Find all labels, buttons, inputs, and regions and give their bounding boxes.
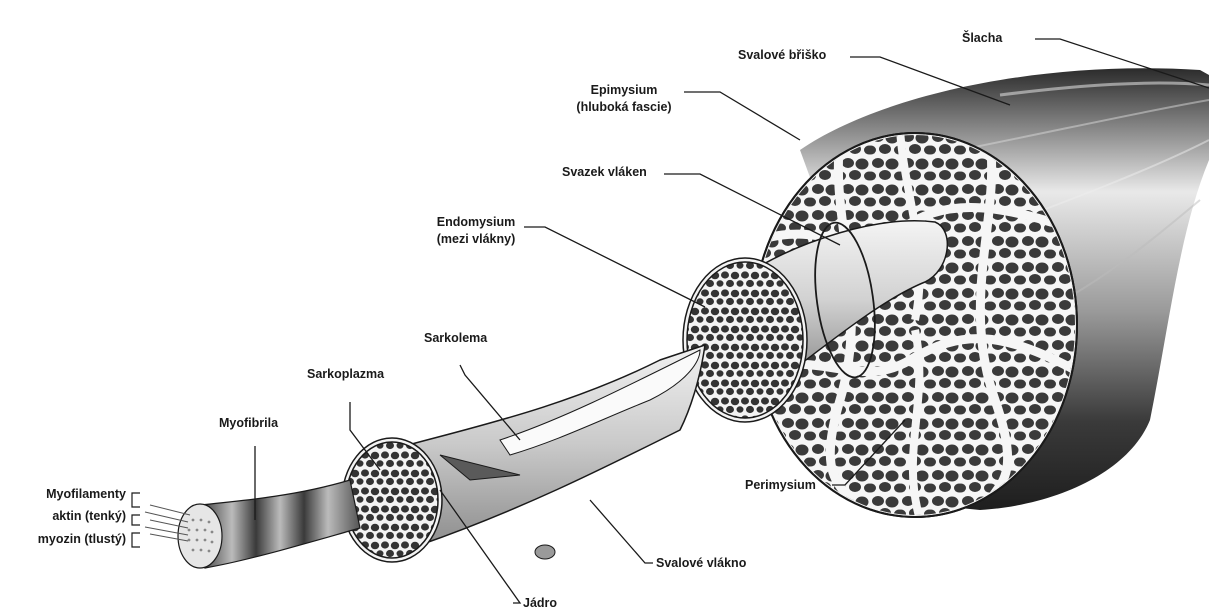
label-svazek-vlaken: Svazek vláken bbox=[562, 164, 647, 181]
label-sarkoplazma: Sarkoplazma bbox=[307, 366, 384, 383]
label-perimysium: Perimysium bbox=[745, 477, 816, 494]
label-svalove-brisko: Svalové břiško bbox=[738, 47, 826, 64]
label-epimysium-line1: Epimysium bbox=[560, 82, 688, 99]
leader-svalove-vlakno bbox=[590, 500, 653, 563]
label-myozin: myozin (tlustý) bbox=[6, 531, 126, 548]
label-epimysium: Epimysium (hluboká fascie) bbox=[560, 82, 688, 116]
label-jadro: Jádro bbox=[523, 595, 557, 612]
label-sarkolema: Sarkolema bbox=[424, 330, 487, 347]
label-aktin: aktin (tenký) bbox=[6, 508, 126, 525]
label-endomysium: Endomysium (mezi vlákny) bbox=[422, 214, 530, 248]
leader-epimysium bbox=[684, 92, 800, 140]
myofilament-brackets bbox=[132, 493, 140, 547]
label-slacha: Šlacha bbox=[962, 30, 1002, 47]
leader-endomysium bbox=[524, 227, 705, 307]
label-endomysium-line2: (mezi vlákny) bbox=[422, 231, 530, 248]
label-endomysium-line1: Endomysium bbox=[422, 214, 530, 231]
label-svalove-vlakno: Svalové vlákno bbox=[656, 555, 746, 572]
myofibril bbox=[178, 480, 360, 568]
label-myofibrila: Myofibrila bbox=[219, 415, 278, 432]
label-myofilamenty: Myofilamenty bbox=[6, 486, 126, 503]
label-epimysium-line2: (hluboká fascie) bbox=[560, 99, 688, 116]
muscle-fiber bbox=[342, 345, 705, 562]
